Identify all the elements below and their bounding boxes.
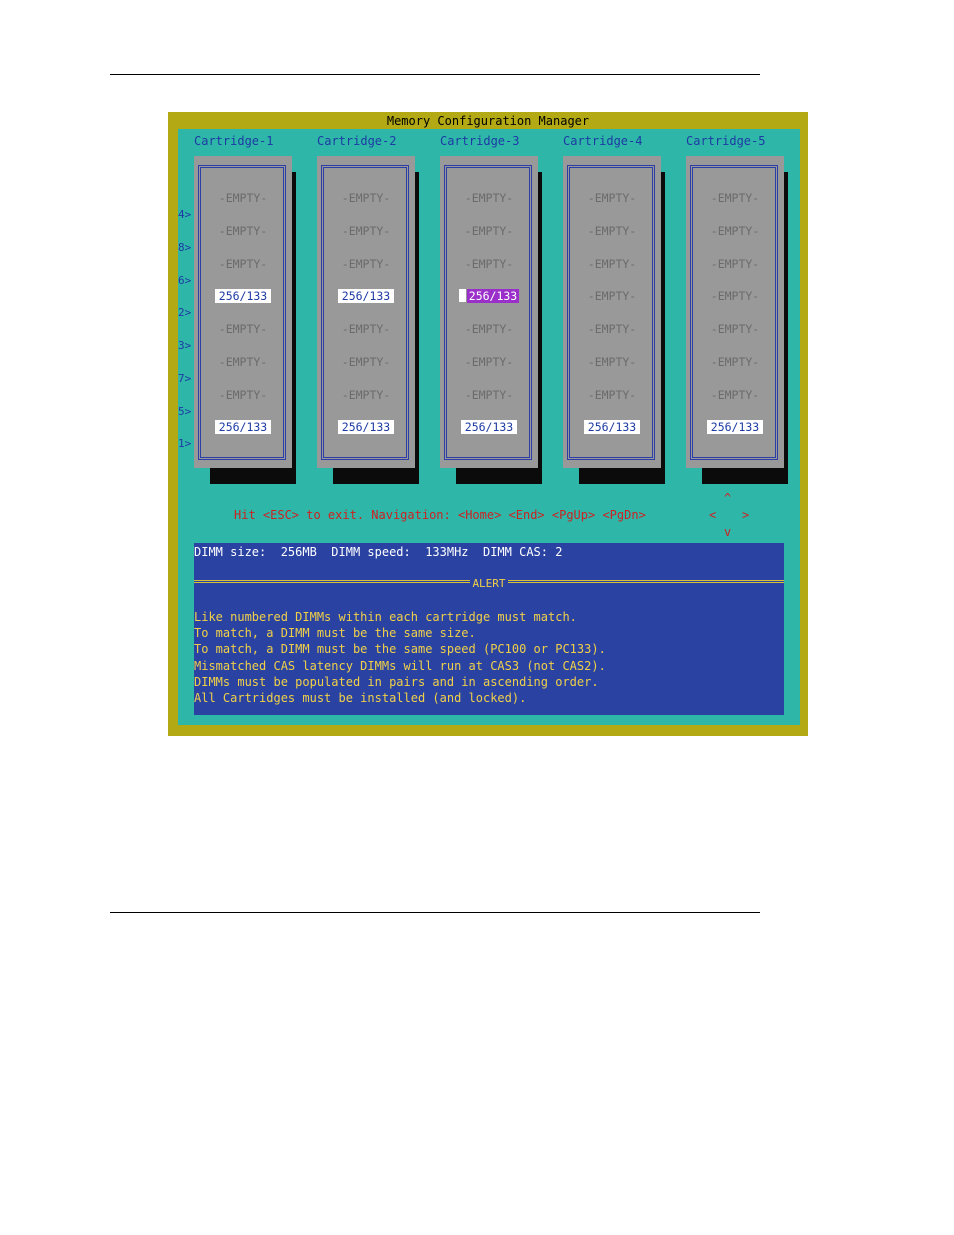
- cartridge-1-slot-4[interactable]: -EMPTY-: [218, 191, 268, 205]
- cartridge-4-slot-2[interactable]: -EMPTY-: [587, 289, 637, 303]
- cartridge-2-slot-1[interactable]: 256/133: [317, 420, 415, 434]
- navigation-help: Hit <ESC> to exit. Navigation: <Home> <E…: [234, 508, 646, 522]
- cartridge-3-slot-7[interactable]: -EMPTY-: [464, 355, 514, 369]
- cartridge-4-slot-5[interactable]: -EMPTY-: [587, 388, 637, 402]
- cartridge-4-slot-1[interactable]: 256/133: [563, 420, 661, 434]
- cartridge-3-slot-5[interactable]: -EMPTY-: [464, 388, 514, 402]
- cartridge-1-title: Cartridge-1: [194, 134, 274, 148]
- dimm-value: 256/133: [337, 420, 395, 434]
- arrow-left-icon: <: [709, 508, 717, 522]
- cartridge-1[interactable]: -EMPTY- -EMPTY- -EMPTY- 256/133 -EMPTY- …: [194, 156, 292, 468]
- cartridge-2-slot-7[interactable]: -EMPTY-: [341, 355, 391, 369]
- cartridge-2-slot-3[interactable]: -EMPTY-: [341, 322, 391, 336]
- cartridge-2-slot-6[interactable]: -EMPTY-: [341, 257, 391, 271]
- cartridge-4-title: Cartridge-4: [563, 134, 643, 148]
- cartridge-4-slot-3[interactable]: -EMPTY-: [587, 322, 637, 336]
- cartridge-3-slot-3[interactable]: -EMPTY-: [464, 322, 514, 336]
- memory-config-screen: Memory Configuration Manager 4> 8> 6> 2>…: [168, 112, 808, 736]
- cartridge-4-slot-7[interactable]: -EMPTY-: [587, 355, 637, 369]
- dimm-value: 256/133: [706, 420, 764, 434]
- cartridge-1-slot-3[interactable]: -EMPTY-: [218, 322, 268, 336]
- cartridge-2-slot-8[interactable]: -EMPTY-: [341, 224, 391, 238]
- slot-label-5: 5>: [178, 405, 192, 418]
- cartridge-1-slot-2[interactable]: 256/133: [194, 289, 292, 303]
- cartridge-2-slot-5[interactable]: -EMPTY-: [341, 388, 391, 402]
- arrow-up-icon: ^: [724, 491, 732, 505]
- alert-line-6: All Cartridges must be installed (and lo…: [194, 691, 527, 705]
- cartridge-1-slot-8[interactable]: -EMPTY-: [218, 224, 268, 238]
- cartridge-3-slot-4[interactable]: -EMPTY-: [464, 191, 514, 205]
- dimm-value: 256/133: [583, 420, 641, 434]
- cartridge-3-slot-8[interactable]: -EMPTY-: [464, 224, 514, 238]
- slot-label-3: 3>: [178, 339, 192, 352]
- cartridge-1-slot-5[interactable]: -EMPTY-: [218, 388, 268, 402]
- dimm-value: 256/133: [460, 420, 518, 434]
- cartridge-4-slot-8[interactable]: -EMPTY-: [587, 224, 637, 238]
- cartridge-3-slot-6[interactable]: -EMPTY-: [464, 257, 514, 271]
- cartridge-1-slot-6[interactable]: -EMPTY-: [218, 257, 268, 271]
- cartridge-1-slot-7[interactable]: -EMPTY-: [218, 355, 268, 369]
- slot-label-1: 1>: [178, 437, 192, 450]
- page-top-rule: [110, 74, 760, 75]
- cartridge-2-slot-4[interactable]: -EMPTY-: [341, 191, 391, 205]
- cartridge-2-slot-2[interactable]: 256/133: [317, 289, 415, 303]
- page-bottom-rule: [110, 912, 760, 913]
- arrow-down-icon: v: [724, 525, 732, 539]
- cartridge-1-border: [198, 165, 286, 460]
- cartridge-2-border: [321, 165, 409, 460]
- slot-label-6: 6>: [178, 274, 192, 287]
- slot-label-4: 4>: [178, 208, 192, 221]
- cartridge-2-title: Cartridge-2: [317, 134, 397, 148]
- cartridge-3[interactable]: -EMPTY- -EMPTY- -EMPTY- 256/133 -EMPTY- …: [440, 156, 538, 468]
- cartridge-5-slot-5[interactable]: -EMPTY-: [710, 388, 760, 402]
- alert-line-2: To match, a DIMM must be the same size.: [194, 626, 476, 640]
- text-cursor: [458, 289, 466, 302]
- dimm-value: 256/133: [466, 289, 520, 303]
- cartridge-2[interactable]: -EMPTY- -EMPTY- -EMPTY- 256/133 -EMPTY- …: [317, 156, 415, 468]
- cartridge-4-slot-6[interactable]: -EMPTY-: [587, 257, 637, 271]
- cartridge-4[interactable]: -EMPTY- -EMPTY- -EMPTY- -EMPTY- -EMPTY- …: [563, 156, 661, 468]
- cartridge-4-slot-4[interactable]: -EMPTY-: [587, 191, 637, 205]
- slot-label-2: 2>: [178, 306, 192, 319]
- cartridge-3-title: Cartridge-3: [440, 134, 520, 148]
- dimm-details: DIMM size: 256MB DIMM speed: 133MHz DIMM…: [194, 545, 563, 559]
- cartridge-4-border: [567, 165, 655, 460]
- cartridge-5-border: [690, 165, 778, 460]
- alert-label: ALERT: [470, 577, 508, 590]
- alert-line-3: To match, a DIMM must be the same speed …: [194, 642, 606, 656]
- cartridge-5-slot-7[interactable]: -EMPTY-: [710, 355, 760, 369]
- cartridge-5-title: Cartridge-5: [686, 134, 766, 148]
- alert-line-5: DIMMs must be populated in pairs and in …: [194, 675, 599, 689]
- dimm-value: 256/133: [337, 289, 395, 303]
- main-panel: 4> 8> 6> 2> 3> 7> 5> 1> Cartridge-1 -EMP…: [178, 129, 800, 725]
- dimm-value: 256/133: [214, 420, 272, 434]
- arrow-right-icon: >: [742, 508, 750, 522]
- slot-label-7: 7>: [178, 372, 192, 385]
- cartridge-3-slot-2-selected[interactable]: 256/133: [440, 289, 538, 303]
- dimm-info-panel: DIMM size: 256MB DIMM speed: 133MHz DIMM…: [194, 543, 784, 715]
- alert-heading: ALERT: [194, 572, 784, 591]
- cartridge-5-slot-1[interactable]: 256/133: [686, 420, 784, 434]
- slot-label-8: 8>: [178, 241, 192, 254]
- cartridge-5-slot-2[interactable]: -EMPTY-: [710, 289, 760, 303]
- cartridge-5-slot-6[interactable]: -EMPTY-: [710, 257, 760, 271]
- dimm-value: 256/133: [214, 289, 272, 303]
- cartridge-3-border: [444, 165, 532, 460]
- alert-line-1: Like numbered DIMMs within each cartridg…: [194, 610, 577, 624]
- cartridge-1-slot-1[interactable]: 256/133: [194, 420, 292, 434]
- cartridge-5-slot-4[interactable]: -EMPTY-: [710, 191, 760, 205]
- alert-line-4: Mismatched CAS latency DIMMs will run at…: [194, 659, 606, 673]
- window-title: Memory Configuration Manager: [386, 114, 590, 128]
- cartridge-3-slot-1[interactable]: 256/133: [440, 420, 538, 434]
- cartridge-5[interactable]: -EMPTY- -EMPTY- -EMPTY- -EMPTY- -EMPTY- …: [686, 156, 784, 468]
- cartridge-5-slot-8[interactable]: -EMPTY-: [710, 224, 760, 238]
- cartridge-5-slot-3[interactable]: -EMPTY-: [710, 322, 760, 336]
